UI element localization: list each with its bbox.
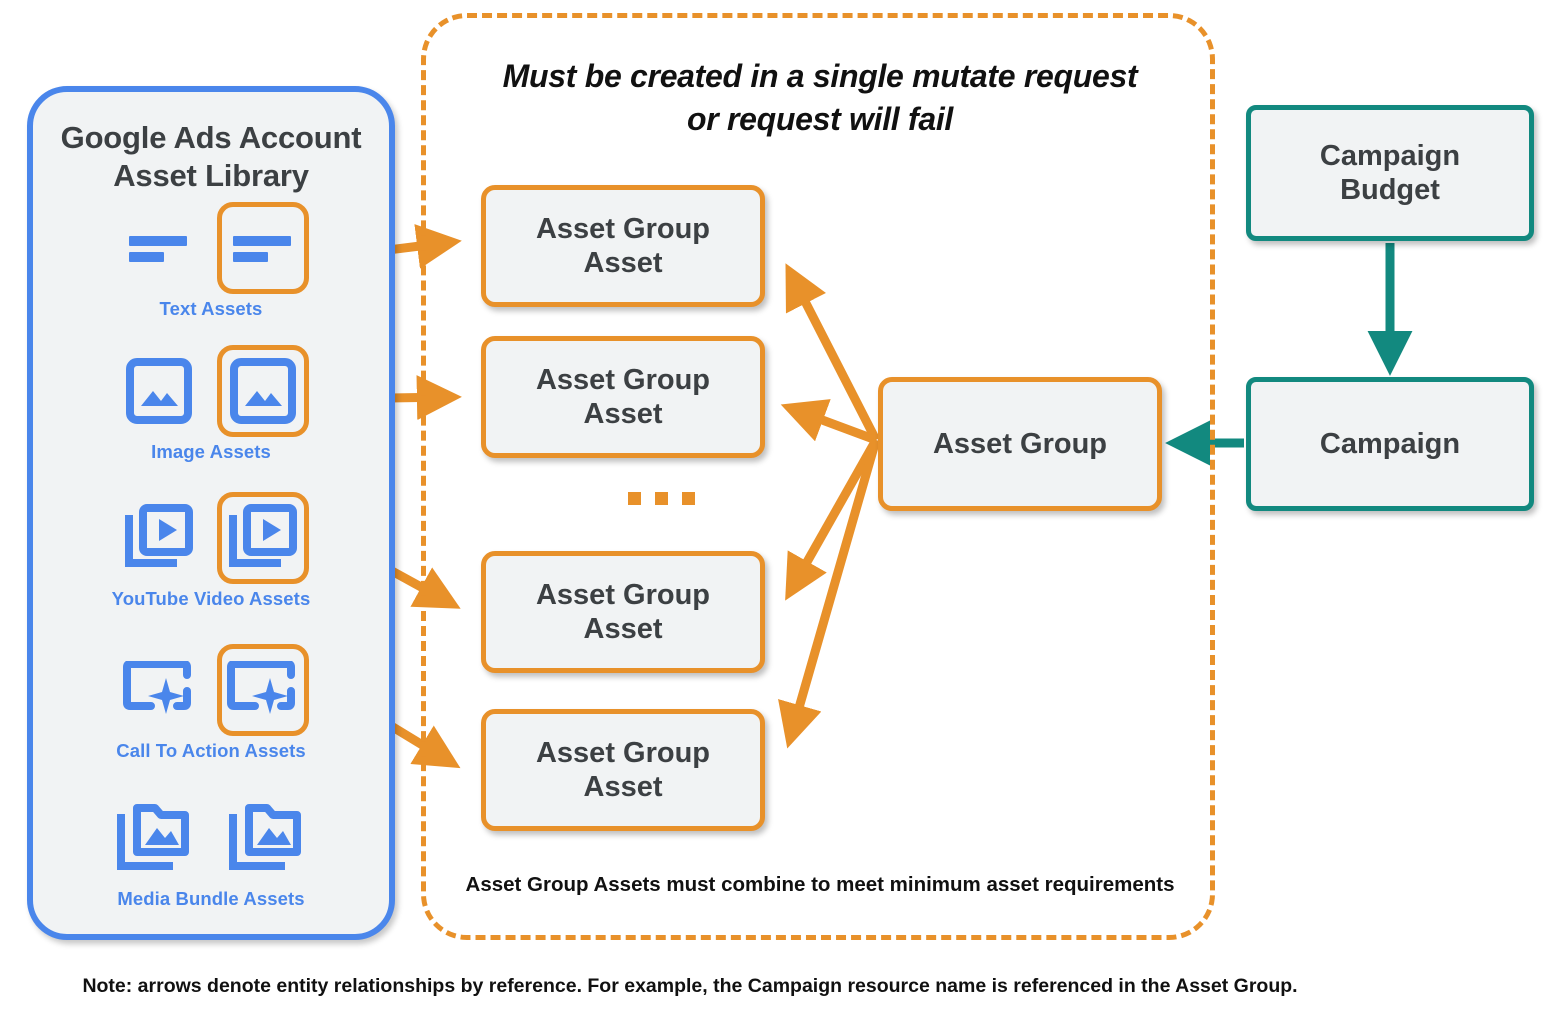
asset-caption-image: Image Assets <box>151 441 271 462</box>
ellipsis-indicator <box>628 492 695 505</box>
aga-1-line1: Asset Group <box>535 212 711 245</box>
asset-row-video: YouTube Video Assets <box>33 492 389 610</box>
text-lines-icon <box>113 202 205 294</box>
aga-3-line1: Asset Group <box>535 578 711 611</box>
media-bundle-folder-icon-2 <box>221 792 313 884</box>
aga-3-line2: Asset <box>583 613 663 645</box>
campaign-budget-line1: Campaign <box>1319 139 1461 172</box>
asset-caption-cta: Call To Action Assets <box>116 740 306 761</box>
asset-caption-video: YouTube Video Assets <box>111 588 311 609</box>
asset-caption-media-bundle: Media Bundle Assets <box>117 888 305 909</box>
asset-row-text: Text Assets <box>33 202 389 320</box>
asset-group-asset-node-1[interactable]: Asset Group Asset <box>481 185 765 307</box>
library-title-line1: Google Ads Account <box>60 120 362 155</box>
campaign-node-label: Campaign <box>1319 427 1461 460</box>
asset-group-asset-node-4[interactable]: Asset Group Asset <box>481 709 765 831</box>
call-to-action-sparkle-icon <box>113 644 205 736</box>
video-stack-play-icon <box>113 492 205 584</box>
image-picture-icon-selected[interactable] <box>217 345 309 437</box>
asset-group-node-label: Asset Group <box>932 427 1108 460</box>
campaign-budget-line2: Budget <box>1340 174 1440 206</box>
library-title-line2: Asset Library <box>113 158 309 194</box>
aga-4-line1: Asset Group <box>535 736 711 769</box>
asset-group-asset-node-2[interactable]: Asset Group Asset <box>481 336 765 458</box>
ellipsis-dot-2 <box>655 492 668 505</box>
campaign-node[interactable]: Campaign <box>1246 377 1534 511</box>
asset-caption-text: Text Assets <box>159 298 263 319</box>
video-stack-play-icon-selected[interactable] <box>217 492 309 584</box>
ellipsis-dot-3 <box>682 492 695 505</box>
media-bundle-folder-icon <box>109 792 201 884</box>
text-lines-icon-selected[interactable] <box>217 202 309 294</box>
asset-row-cta: Call To Action Assets <box>33 644 389 762</box>
aga-4-line2: Asset <box>583 771 663 803</box>
page-note: Note: arrows denote entity relationships… <box>82 975 1298 997</box>
mutate-request-panel <box>421 13 1215 940</box>
aga-2-line1: Asset Group <box>535 363 711 396</box>
asset-row-image: Image Assets <box>33 345 389 463</box>
mutate-request-heading: Must be created in a single mutate reque… <box>450 55 1190 140</box>
campaign-budget-node[interactable]: Campaign Budget <box>1246 105 1534 241</box>
mutate-panel-footnote: Asset Group Assets must combine to meet … <box>465 873 1175 896</box>
asset-library-panel: Google Ads Account Asset Library <box>27 86 395 940</box>
asset-row-media-bundle: Media Bundle Assets <box>33 792 389 910</box>
image-picture-icon <box>113 345 205 437</box>
aga-2-line2: Asset <box>583 398 663 430</box>
aga-1-line2: Asset <box>583 247 663 279</box>
asset-group-asset-node-3[interactable]: Asset Group Asset <box>481 551 765 673</box>
mutate-heading-line1: Must be created in a single mutate reque… <box>502 58 1138 94</box>
ellipsis-dot-1 <box>628 492 641 505</box>
library-title: Google Ads Account Asset Library <box>33 119 389 196</box>
asset-group-node[interactable]: Asset Group <box>878 377 1162 511</box>
call-to-action-sparkle-icon-selected[interactable] <box>217 644 309 736</box>
mutate-heading-line2: or request will fail <box>686 100 954 137</box>
